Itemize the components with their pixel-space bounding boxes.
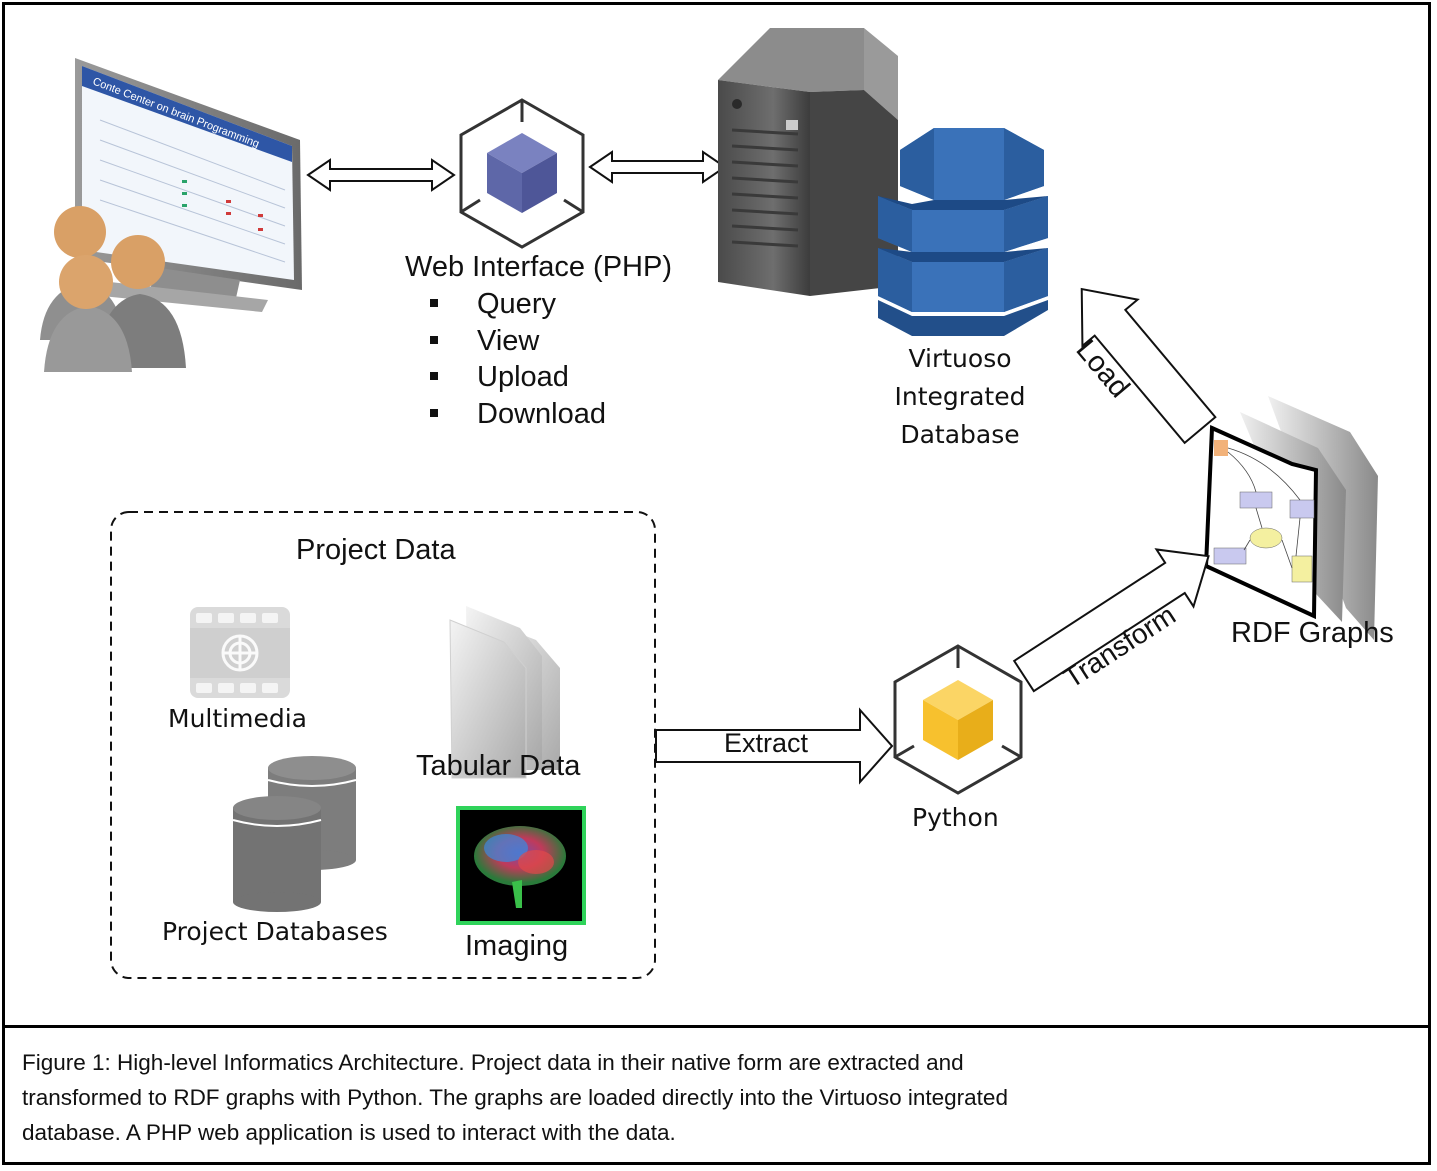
imaging-icon: [456, 806, 586, 925]
caption-line: transformed to RDF graphs with Python. T…: [22, 1085, 1008, 1110]
web-operations-list: Query View Upload Download: [430, 286, 606, 432]
rdf-graphs-icon: [1203, 396, 1378, 640]
tabular-data-icon: [449, 606, 560, 779]
virtuoso-database-icon: [878, 128, 1048, 336]
web-interface-title: Web Interface (PHP): [405, 251, 673, 283]
extract-label: Extract: [724, 728, 809, 758]
caption-separator: [2, 1025, 1431, 1028]
operation-item: Query: [430, 286, 606, 323]
user-monitor-icon: Conte Center on brain Programming: [40, 58, 302, 372]
arrow-monitor-php: [306, 158, 456, 192]
project-databases-icon: [232, 756, 357, 912]
tabular-data-label: Tabular Data: [416, 750, 581, 782]
caption-line: database. A PHP web application is used …: [22, 1120, 676, 1145]
project-databases-label: Project Databases: [162, 917, 388, 946]
extract-arrow: [655, 707, 894, 785]
figure-caption: Figure 1: High-level Informatics Archite…: [22, 1045, 1412, 1150]
imaging-label: Imaging: [465, 930, 569, 962]
multimedia-icon: [190, 607, 290, 698]
project-data-title: Project Data: [296, 534, 456, 566]
virtuoso-label: Virtuoso Integrated Database: [894, 344, 1026, 449]
operation-item: Download: [430, 396, 606, 433]
operation-item: Upload: [430, 359, 606, 396]
load-arrow: [1080, 287, 1217, 445]
multimedia-label: Multimedia: [168, 704, 307, 733]
server-icon: [718, 28, 898, 296]
caption-line: Figure 1: High-level Informatics Archite…: [22, 1050, 964, 1075]
python-label: Python: [912, 803, 999, 832]
php-cube-icon: [459, 98, 585, 249]
python-cube-icon: [893, 644, 1023, 795]
rdf-graphs-label: RDF Graphs: [1231, 617, 1394, 649]
operation-item: View: [430, 323, 606, 360]
arrow-php-server: [588, 150, 727, 184]
transform-arrow: [1012, 548, 1210, 693]
